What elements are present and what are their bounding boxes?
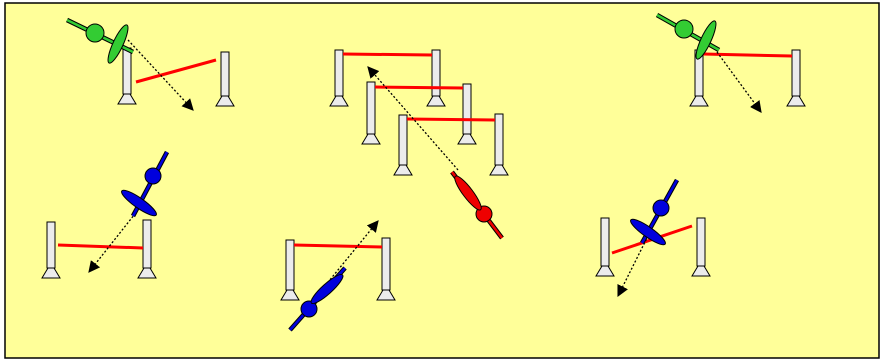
- gate-3: [280, 220, 396, 332]
- pole: [426, 49, 446, 107]
- blue-plane: [288, 266, 347, 332]
- gate-bar: [293, 243, 383, 249]
- pole: [376, 237, 396, 301]
- gate-2: [41, 150, 170, 279]
- gate-bar: [57, 243, 144, 250]
- flight-path-arrow: [716, 51, 762, 113]
- gate-5: [655, 12, 806, 113]
- gate-1: [65, 17, 235, 111]
- pole: [786, 49, 806, 107]
- pole: [137, 219, 157, 279]
- pole: [691, 217, 711, 277]
- flight-path-arrow: [88, 209, 139, 273]
- green-plane: [655, 12, 721, 60]
- pole: [41, 221, 61, 279]
- blue-plane: [630, 178, 680, 246]
- pole: [329, 49, 349, 107]
- green-plane: [65, 17, 135, 64]
- flight-path-arrow: [367, 66, 459, 171]
- blue-plane: [121, 150, 170, 218]
- gate-bar: [702, 52, 793, 58]
- gate-bar: [135, 58, 217, 84]
- gate-bar: [342, 52, 433, 57]
- gate-6: [595, 178, 711, 298]
- pole: [595, 217, 615, 277]
- pole: [215, 51, 235, 107]
- gate-bar: [406, 117, 496, 122]
- pole: [280, 239, 300, 301]
- flight-path-arrow: [319, 220, 379, 293]
- pole: [457, 83, 477, 145]
- pole: [393, 114, 413, 176]
- pole: [361, 81, 381, 145]
- pole: [489, 113, 509, 176]
- red-plane: [450, 170, 504, 240]
- gate-bar: [374, 85, 464, 90]
- gate-4: [329, 49, 509, 240]
